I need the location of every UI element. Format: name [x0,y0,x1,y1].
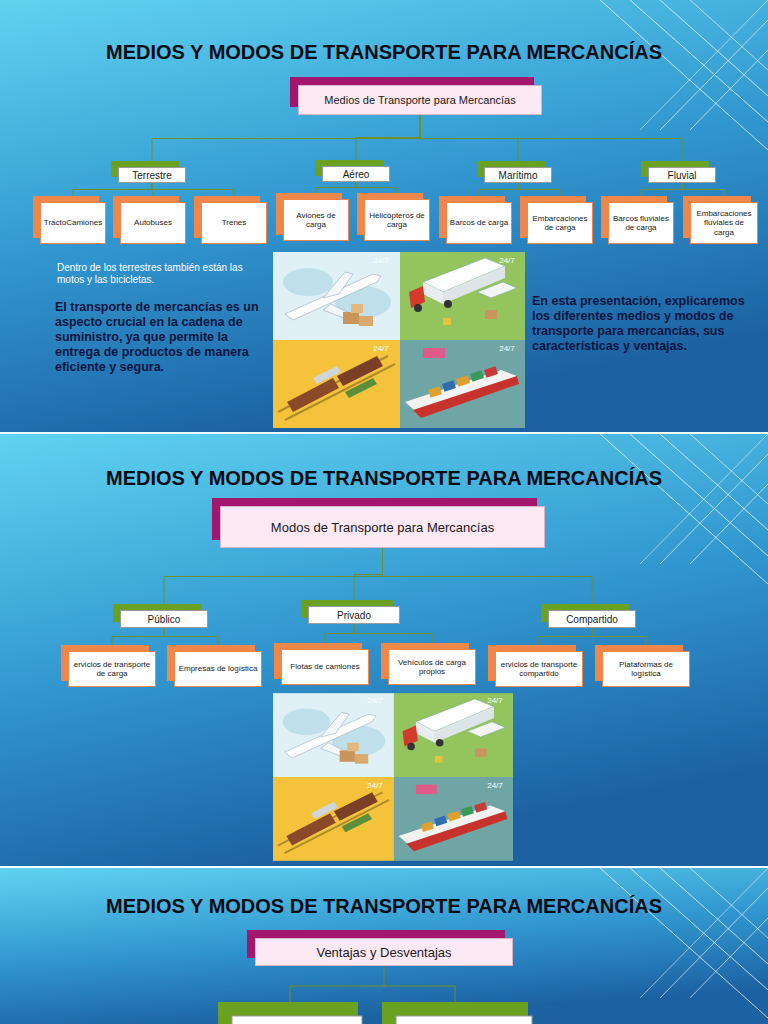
item-box: Embarcaciones de carga [527,202,593,244]
category-box: Compartido [548,610,636,628]
node-text: Flotas de camiones [290,662,359,671]
tree-connector [518,183,560,202]
item-box: Aviones de carga [283,199,349,241]
node-text: Empresas de logística [179,664,258,673]
item-box: Trenes [201,202,267,244]
root-box: Medios de Transporte para Mercancías [298,85,542,115]
node-text: Vehículos de carga propios [391,658,473,676]
node-text: Ventajas y Desventajas [316,945,451,960]
tree-connector [420,115,682,167]
tree-connector [356,182,397,199]
node-text: Aviones de carga [286,211,346,229]
node-text: Terrestre [132,170,171,181]
item-box: Embarcaciones fluviales de carga [690,202,758,244]
node-text: Público [148,614,181,625]
item-box: Flotas de camiones [281,649,369,685]
node-text: Trenes [222,218,247,227]
slide-title: MEDIOS Y MODOS DE TRANSPORTE PARA MERCAN… [0,466,768,490]
node-text: Marítimo [499,170,538,181]
tree-connector [152,115,420,167]
tree-connector [152,183,153,202]
tree-connector [164,628,218,651]
body-text: El transporte de mercancías es un aspect… [55,300,273,375]
tree-connector [539,628,592,651]
root-box: Modos de Transporte para Mercancías [220,506,545,548]
node-text: Embarcaciones de carga [530,214,590,232]
tree-connector [420,115,518,167]
category-box: Fluvial [648,167,716,183]
item-box: Plataformas de logística [602,651,690,687]
body-text: En esta presentación, explicaremos los d… [532,294,754,354]
node-text: Compartido [566,614,618,625]
node-text: Fluvial [668,170,697,181]
item-box: Autobuses [120,202,186,244]
node-text: Embarcaciones fluviales de carga [693,209,755,237]
tree-connector [316,182,356,199]
item-box: Barcos fluviales de carga [608,202,674,244]
tree-connector [112,628,164,651]
tree-connector [354,624,432,649]
category-box: Público [120,610,208,628]
tree-connector [73,183,152,202]
tree-connector [164,548,383,610]
badge-text: 24/7 [366,344,396,354]
tree-connector [479,183,518,202]
node-text: Helicópteros de carga [367,211,427,229]
slide-title: MEDIOS Y MODOS DE TRANSPORTE PARA MERCAN… [0,894,768,918]
tree-connector [592,628,646,651]
tree-connector [641,183,682,202]
tree-connector [356,115,420,166]
badge-text: 24/7 [366,256,396,266]
node-text: Barcos de carga [450,218,508,227]
category-box: Aéreo [322,166,390,182]
node-text: Modos de Transporte para Mercancías [271,520,494,535]
root-box: Ventajas y Desventajas [255,938,513,966]
tree-connector [354,548,383,606]
transport-illustration [273,693,513,861]
category-box: Privado [308,606,400,624]
node-text: Aéreo [343,169,370,180]
category-box: Marítimo [484,167,552,183]
tree-connector [682,183,724,202]
badge-text: 24/7 [360,696,390,706]
item-box: ervicios de transporte de carga [68,651,156,687]
badge-text: 24/7 [360,781,390,791]
tree-connector [383,548,593,610]
badge-text: 24/7 [480,696,510,706]
node-text: ervicios de transporte de carga [71,660,153,678]
node-text: ervicios de transporte compartido [498,660,580,678]
badge-text: 24/7 [492,344,522,354]
node-text: Privado [337,610,371,621]
node-text: TractoCamiones [44,218,102,227]
item-box: Helicópteros de carga [364,199,430,241]
category-box: Terrestre [118,167,186,183]
tree-connector [325,624,354,649]
tree-connector [152,183,234,202]
node-text: Autobuses [134,218,172,227]
item-box: ervicios de transporte compartido [495,651,583,687]
transport-illustration [273,252,525,428]
item-box: Empresas de logística [174,651,262,687]
slide-title: MEDIOS Y MODOS DE TRANSPORTE PARA MERCAN… [0,40,768,64]
body-text: Dentro de los terrestres también están l… [57,262,267,286]
item-box: Barcos de carga [446,202,512,244]
node-text: Plataformas de logística [605,660,687,678]
badge-text: 24/7 [492,256,522,266]
item-box: Vehículos de carga propios [388,649,476,685]
node-text: Medios de Transporte para Mercancías [324,94,515,106]
badge-text: 24/7 [480,781,510,791]
empty-branch [218,966,532,1024]
item-box: TractoCamiones [40,202,106,244]
node-text: Barcos fluviales de carga [611,214,671,232]
